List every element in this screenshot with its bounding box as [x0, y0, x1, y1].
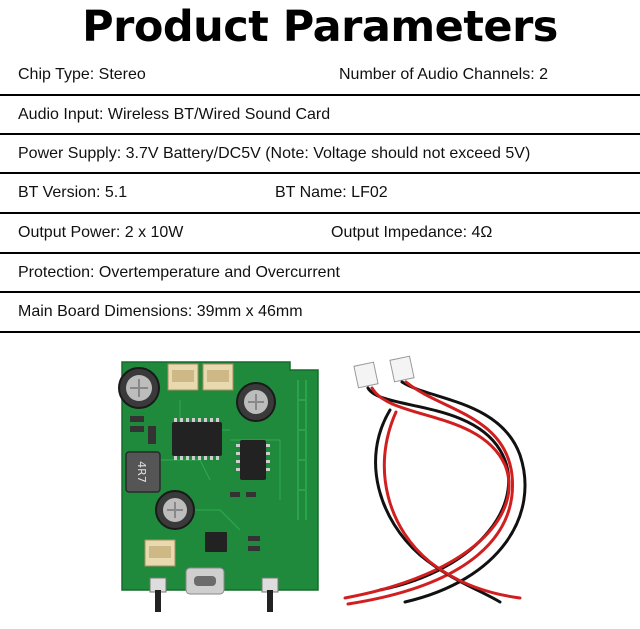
power-supply-text: Power Supply: 3.7V Battery/DC5V (Note: V… — [18, 144, 531, 162]
table-row: Main Board Dimensions: 39mm x 46mm — [0, 293, 640, 333]
amplifier-board: 4R7 — [118, 361, 319, 612]
output-impedance-text: Output Impedance: 4Ω — [331, 224, 493, 241]
small-chip — [205, 532, 227, 552]
table-row: Protection: Overtemperature and Overcurr… — [0, 254, 640, 293]
bt-chip — [240, 440, 266, 480]
audio-input-text: Audio Input: Wireless BT/Wired Sound Car… — [18, 105, 331, 123]
table-row: BT Version: 5.1 BT Name: LF02 — [0, 174, 640, 214]
product-photo: 4R7 — [118, 355, 527, 612]
parameters-table: Chip Type: Stereo Number of Audio Channe… — [0, 56, 640, 333]
inductor-marking: 4R7 — [135, 461, 148, 483]
chip-type-text: Chip Type: Stereo — [18, 66, 146, 83]
protection-text: Protection: Overtemperature and Overcurr… — [18, 263, 340, 281]
audio-channels-text: Number of Audio Channels: 2 — [339, 66, 549, 83]
speaker-cable — [343, 355, 527, 606]
page-title: Product Parameters — [82, 2, 558, 52]
table-row: Output Power: 2 x 10W Output Impedance: … — [0, 214, 640, 254]
bt-version-text: BT Version: 5.1 — [18, 184, 128, 201]
board-dimensions-text: Main Board Dimensions: 39mm x 46mm — [18, 303, 303, 320]
table-row: Chip Type: Stereo Number of Audio Channe… — [0, 56, 640, 96]
table-row: Audio Input: Wireless BT/Wired Sound Car… — [0, 96, 640, 135]
inductor — [125, 451, 161, 493]
bt-name-text: BT Name: LF02 — [275, 184, 388, 201]
table-row: Power Supply: 3.7V Battery/DC5V (Note: V… — [0, 135, 640, 174]
output-power-text: Output Power: 2 x 10W — [18, 224, 184, 241]
amplifier-chip — [172, 422, 222, 456]
